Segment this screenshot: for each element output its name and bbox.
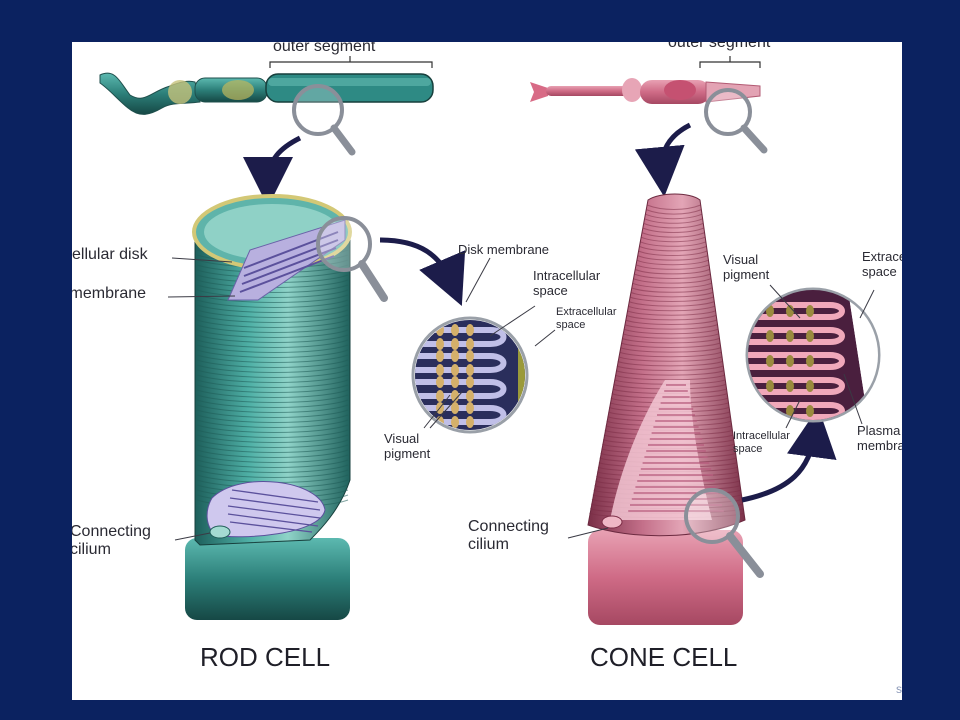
leader-lines [167,257,875,541]
rod-zoom-detail [411,316,529,434]
rod-small-cell [99,72,434,115]
rod-zoom-disk-membrane-label: Disk membrane [458,242,550,257]
rod-disk-membrane-label: Disk membrane [72,285,147,302]
cone-intracellular-space-label: Intracellular space [733,430,790,455]
cone-extracellular-space-label: Extracellular space [862,249,902,279]
rod-magnifier-top-icon [292,84,356,156]
cone-cell-title: CONE CELL [590,642,738,672]
rod-intracellular-disk-label: Intracellular disk [72,246,148,263]
cone-outer-segment-label: outer segment [668,42,771,51]
cone-zoom-detail [745,287,881,423]
rod-connecting-cilium-label: Connecting cilium [72,523,151,559]
cone-arrow-to-zoom [741,407,837,503]
cone-magnifier-top-icon [704,88,768,154]
cone-magnifier-bottom-icon [684,488,764,578]
cone-connecting-cilium-label: Connecting cilium [468,518,549,554]
photoreceptor-illustration [99,56,881,625]
rod-outer-segment-bracket [269,56,433,68]
rod-arrow-to-zoom [379,237,466,306]
cone-disk-rings [589,204,745,519]
rod-zoom-visual-pigment-label: Visual pigment [384,431,431,461]
rod-magnifier-side-icon [316,216,388,302]
cone-plasma-membrane-label: Plasma membrane [857,423,902,453]
rod-zoom-extracellular-space-label: Extracellular space [556,306,617,331]
cone-curved-arrow-down [634,122,692,197]
cone-cell-body [587,193,746,625]
diagram-panel: outer segment outer segment Intracellula… [72,42,902,700]
rod-curved-arrow-down [243,135,302,207]
rod-outer-segment-label: outer segment [273,42,376,55]
cone-outer-segment-bracket [699,56,761,68]
cone-visual-pigment-label: Visual pigment [723,252,770,282]
footer-text: s [896,682,902,696]
rod-cell-title: ROD CELL [200,642,331,672]
rod-disk-rings [196,249,349,508]
rod-zoom-intracellular-space-label: Intracellular space [533,268,601,298]
rod-cell-body [185,194,352,620]
